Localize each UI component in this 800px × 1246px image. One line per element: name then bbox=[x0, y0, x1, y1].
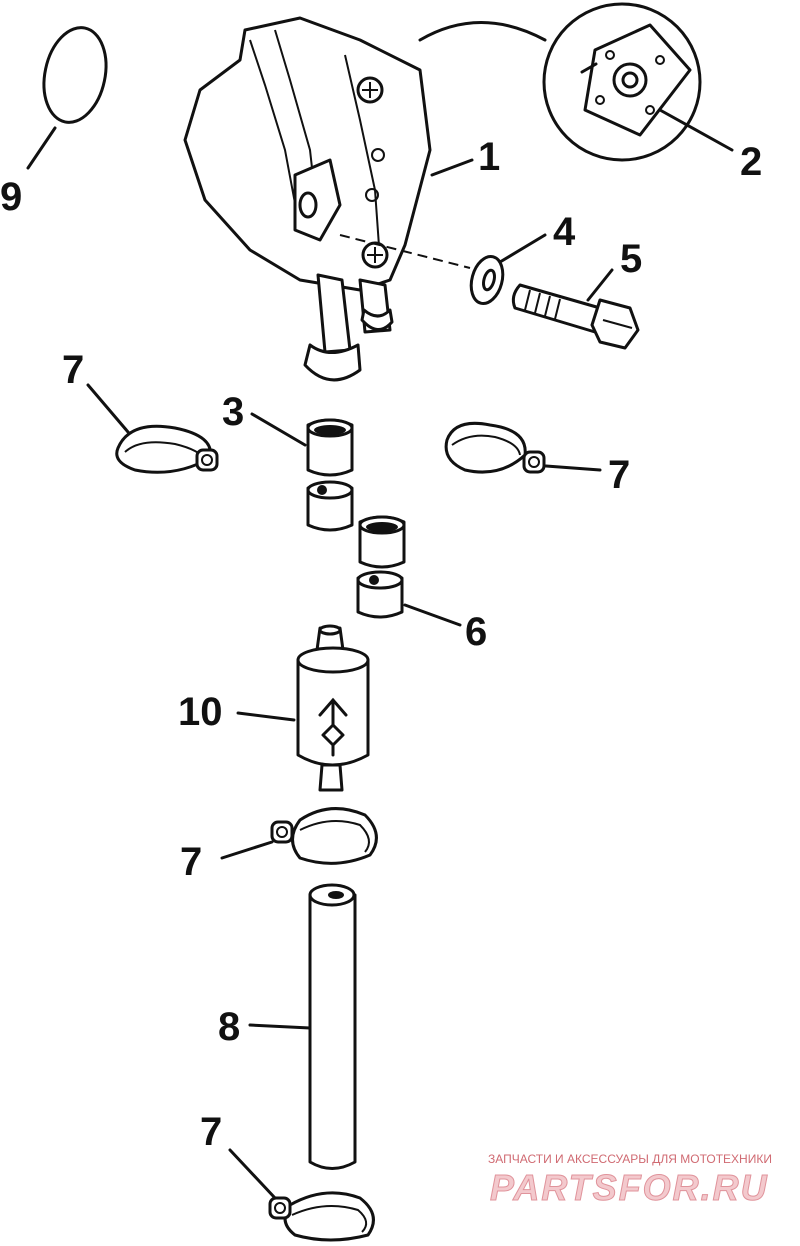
washer-part bbox=[469, 254, 505, 306]
callout-8: 8 bbox=[218, 1005, 240, 1049]
callout-7-top-left: 7 bbox=[62, 348, 84, 392]
leader-7a bbox=[86, 383, 130, 434]
callout-1: 1 bbox=[478, 135, 500, 179]
leader-7b bbox=[544, 464, 602, 472]
leader-6 bbox=[403, 603, 462, 627]
callout-7-middle: 7 bbox=[180, 840, 202, 884]
callout-6: 6 bbox=[465, 610, 487, 654]
hose-clamp-part-b bbox=[444, 421, 546, 474]
leader-5 bbox=[586, 268, 614, 302]
fuel-hose-part bbox=[306, 418, 354, 532]
hose-clamp-part-d bbox=[268, 1191, 375, 1242]
watermark-brand: PARTSFOR.RU bbox=[490, 1167, 769, 1208]
watermark-subtitle: ЗАПЧАСТИ И АКСЕССУАРЫ ДЛЯ МОТОТЕХНИКИ bbox=[488, 1152, 772, 1166]
callout-10: 10 bbox=[178, 690, 223, 734]
fuel-line-part bbox=[308, 883, 357, 1170]
leader-2 bbox=[658, 108, 734, 152]
leader-7d bbox=[228, 1148, 277, 1200]
diaphragm-plate-inset bbox=[542, 2, 702, 162]
hose-clamp-part-c bbox=[270, 807, 378, 865]
hose-clamp-part-a bbox=[115, 424, 219, 474]
leader-3 bbox=[250, 412, 307, 447]
leader-8 bbox=[248, 1023, 312, 1030]
bolt-part bbox=[511, 283, 640, 350]
fuel-hose-part-6 bbox=[356, 515, 406, 619]
leader-7c bbox=[220, 840, 274, 860]
leader-1-inset bbox=[418, 21, 547, 42]
o-ring-part bbox=[42, 26, 108, 124]
fuel-filter-part bbox=[296, 624, 370, 792]
fuel-pump-part bbox=[183, 16, 432, 382]
bolt-axis bbox=[339, 234, 471, 269]
leader-1 bbox=[430, 158, 474, 177]
callout-4: 4 bbox=[553, 210, 576, 254]
leader-4 bbox=[498, 233, 547, 264]
callout-3: 3 bbox=[222, 390, 244, 434]
callout-5: 5 bbox=[620, 237, 642, 281]
callout-7-bottom: 7 bbox=[200, 1110, 222, 1154]
leader-10 bbox=[236, 711, 296, 722]
callout-2: 2 bbox=[740, 140, 762, 184]
callout-9: 9 bbox=[0, 175, 22, 219]
callout-7-right: 7 bbox=[608, 453, 630, 497]
leader-9 bbox=[26, 126, 57, 170]
